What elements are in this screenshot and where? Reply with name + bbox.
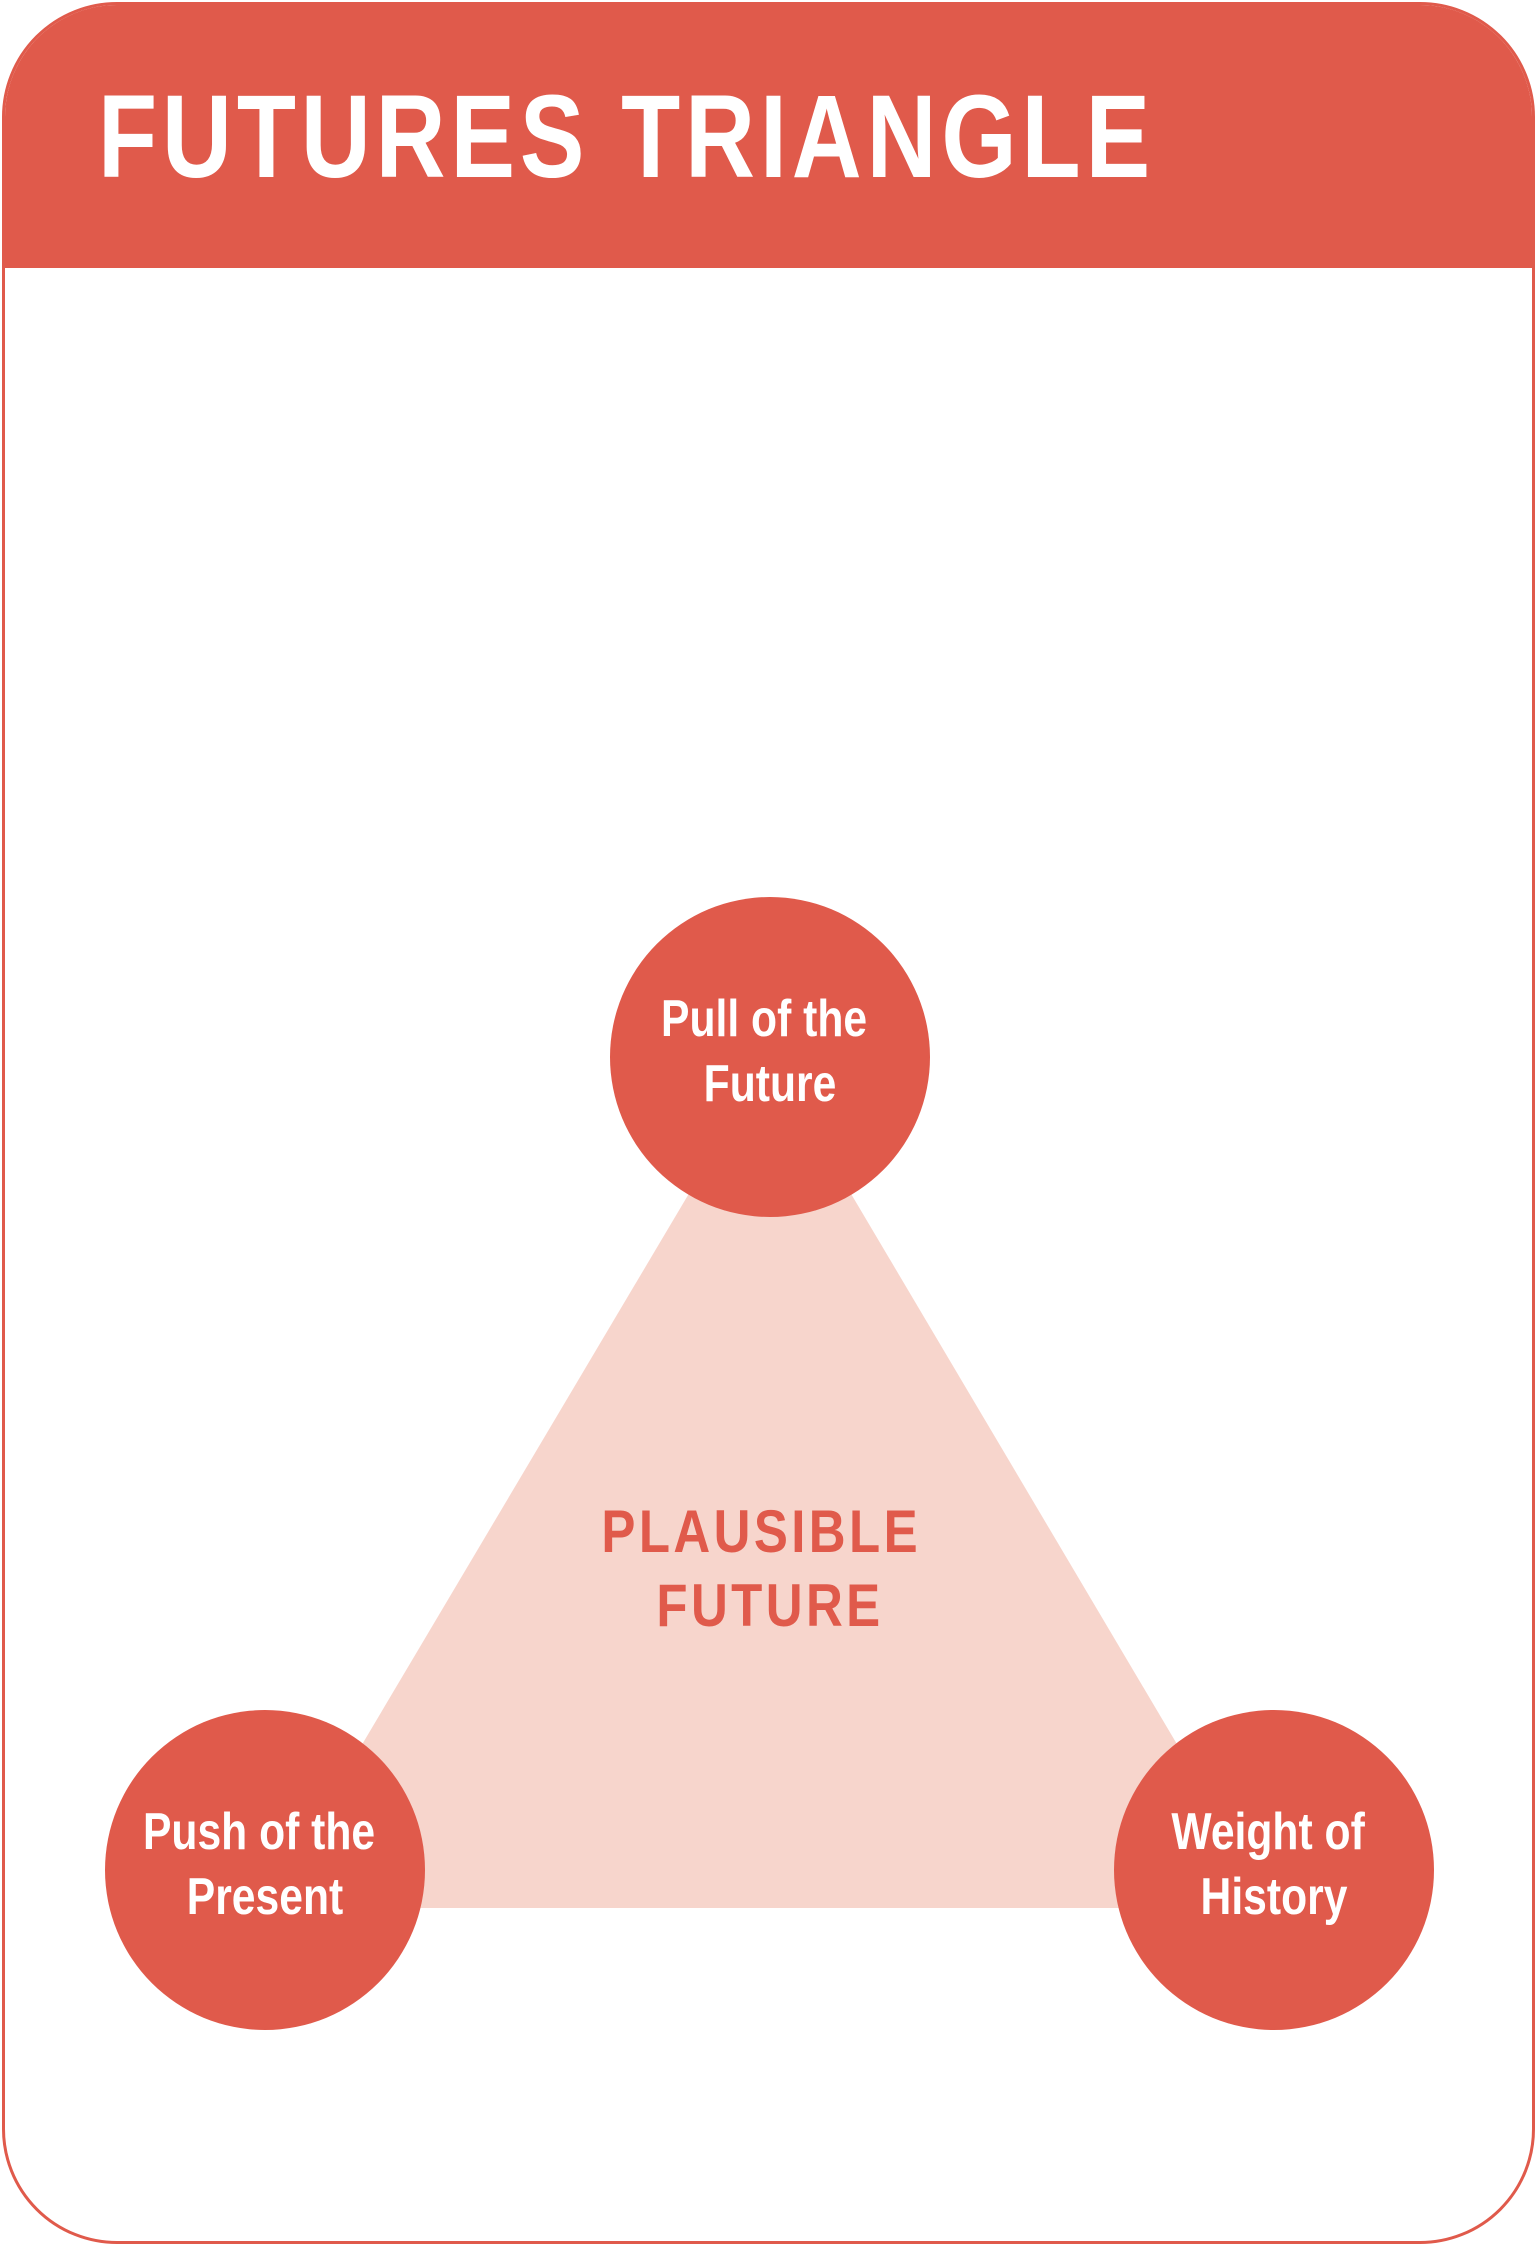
node-left-line-2: Present	[187, 1868, 344, 1926]
node-circle-top	[610, 897, 930, 1217]
center-label-line-1: PLAUSIBLE	[601, 1498, 921, 1565]
node-top-line-2: Future	[704, 1055, 837, 1113]
node-label-left: Push of the Present	[143, 1803, 387, 1926]
node-label-right: Weight of History	[1171, 1803, 1376, 1926]
node-weight-of-history: Weight of History	[1114, 1710, 1434, 2030]
node-pull-of-the-future: Pull of the Future	[610, 897, 930, 1217]
plausible-future-triangle	[265, 1057, 1274, 1908]
node-label-top: Pull of the Future	[661, 990, 879, 1113]
plausible-future-label: PLAUSIBLE FUTURE	[601, 1498, 938, 1639]
node-top-line-1: Pull of the	[661, 990, 867, 1048]
node-push-of-the-present: Push of the Present	[105, 1710, 425, 2030]
node-right-line-2: History	[1201, 1868, 1348, 1926]
node-left-line-1: Push of the	[143, 1803, 375, 1861]
center-label-line-2: FUTURE	[656, 1572, 883, 1639]
node-circle-left	[105, 1710, 425, 2030]
header-banner: FUTURES TRIANGLE	[5, 5, 1532, 268]
node-right-line-1: Weight of	[1171, 1803, 1365, 1861]
page-title: FUTURES TRIANGLE	[98, 71, 1156, 203]
node-circle-right	[1114, 1710, 1434, 2030]
